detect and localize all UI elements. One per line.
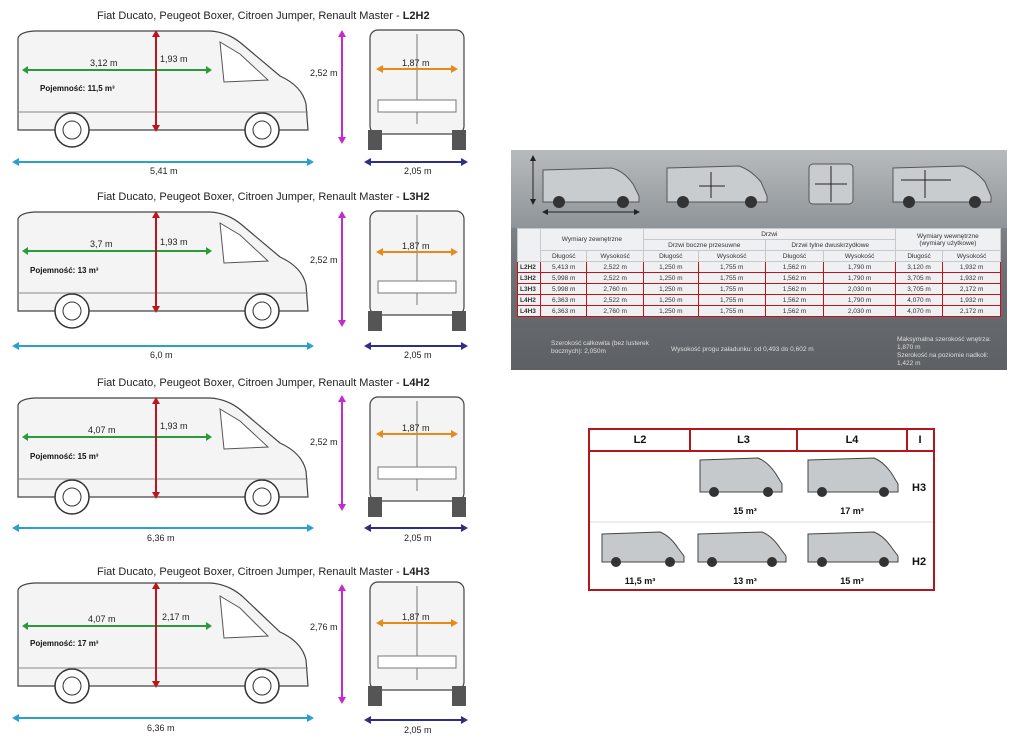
van-side-view [17,397,309,515]
grid-row-h3: H3 [912,482,927,494]
van-side-view [17,211,309,329]
cargo-height-label: 1,93 m [160,54,188,64]
van-rear-view [368,210,466,331]
panel-title-l4h3: Fiat Ducato, Peugeot Boxer, Citroen Jump… [97,566,430,578]
grid-cap-l3h2: 13 m³ [733,576,757,586]
van-l3h2-icon [697,531,787,567]
van-l4h2-icon [807,531,899,567]
col-length: Długość [539,250,588,262]
total-height-label: 2,52 m [310,437,338,447]
spec-table-block: Wymiary zewnętrzne Drzwi Wymiary wewnętr… [511,150,1007,370]
grid-cap-l3h3: 15 m³ [733,506,757,516]
col-length: Długość [642,250,699,262]
grid-cap-l4h3: 17 m³ [840,506,864,516]
total-length-label: 6,36 m [147,533,175,543]
sub-side-doors: Drzwi boczne przesuwne [642,239,766,251]
grid-cap-l4h2: 15 m³ [840,576,864,586]
van-rear-view [368,581,466,706]
volume-label: Pojemność: 13 m³ [30,266,99,275]
van-photo-1 [530,155,640,215]
total-height-label: 2,76 m [310,622,338,632]
total-length-label: 6,36 m [147,723,175,733]
cargo-width-label: 1,87 m [402,612,430,622]
van-diagram-l2h2: 3,12 m 1,93 m Pojemność: 11,5 m³ 5,41 m … [12,29,468,176]
van-l2h2-icon [601,531,685,567]
cargo-width-label: 1,87 m [402,241,430,251]
van-rear-view [368,396,466,517]
group-internal: Wymiary wewnętrzne(wymiary użytkowe) [894,228,1002,251]
volume-label: Pojemność: 11,5 m³ [40,84,115,93]
van-side-view [17,582,309,704]
sub-rear-doors: Drzwi tylne dwuskrzydłowe [764,239,896,251]
col-height: Wysokość [942,250,1001,262]
grid-row-h2: H2 [912,556,927,568]
panel-title-l2h2: Fiat Ducato, Peugeot Boxer, Citroen Jump… [97,10,430,22]
grid-col-l3: L3 [690,430,797,452]
van-l3h3-icon [699,457,783,497]
van-photo-3 [808,163,854,205]
cargo-length-label: 3,12 m [90,58,118,68]
cargo-length-label: 4,07 m [88,614,116,624]
van-diagram-l4h3: 4,07 m 2,17 m Pojemność: 17 m³ 6,36 m 2,… [12,581,468,735]
total-length-label: 5,41 m [150,166,178,176]
col-length: Długość [764,250,825,262]
spec-table: Wymiary zewnętrzne Drzwi Wymiary wewnętr… [517,228,1002,317]
group-external: Wymiary zewnętrzne [540,228,644,251]
cargo-height-label: 1,93 m [160,237,188,247]
total-length-label: 6,0 m [150,350,173,360]
grid-col-l2: L2 [590,430,690,452]
group-doors: Drzwi [642,228,896,240]
total-width-label: 2,05 m [404,533,432,543]
col-length: Długość [894,250,944,262]
panel-title-l4h2: Fiat Ducato, Peugeot Boxer, Citroen Jump… [97,377,430,389]
van-diagram-l3h2: 3,7 m 1,93 m Pojemność: 13 m³ 6,0 m 2,52… [12,210,468,360]
note-sill-height: Wysokość progu załadunku: od 0,493 do 0,… [671,346,814,353]
grid-vans [590,457,933,567]
van-side-view [17,30,309,148]
total-width-label: 2,05 m [404,166,432,176]
col-height: Wysokość [823,250,896,262]
grid-col-l4: L4 [797,430,907,452]
total-width-label: 2,05 m [404,350,432,360]
volume-label: Pojemność: 17 m³ [30,639,99,648]
cargo-height-label: 1,93 m [160,421,188,431]
van-diagram-l4h2: 4,07 m 1,93 m Pojemność: 15 m³ 6,36 m 2,… [12,395,468,543]
van-l4h3-icon [807,457,899,497]
note-max-width: Maksymalna szerokość wnętrza: 1,870 m Sz… [897,336,991,367]
van-photo-4 [892,165,992,208]
total-width-label: 2,05 m [404,725,432,735]
volume-label: Pojemność: 15 m³ [30,452,99,461]
total-height-label: 2,52 m [310,255,338,265]
size-grid: L2 L3 L4 I 15 m³ 17 m³ 11,5 m³ 13 m³ 15 … [588,428,935,591]
van-rear-view [368,29,466,150]
cargo-height-label: 2,17 m [162,612,190,622]
van-photo-strip [511,150,1007,228]
cargo-width-label: 1,87 m [402,58,430,68]
total-height-label: 2,52 m [310,68,338,78]
grid-col-i: I [907,430,933,452]
cargo-length-label: 4,07 m [88,425,116,435]
col-height: Wysokość [586,250,644,262]
panel-title-l3h2: Fiat Ducato, Peugeot Boxer, Citroen Jump… [97,191,430,203]
grid-cap-l2h2: 11,5 m³ [624,576,656,586]
cargo-length-label: 3,7 m [90,239,113,249]
col-height: Wysokość [697,250,766,262]
cargo-width-label: 1,87 m [402,423,430,433]
van-photo-2 [666,165,768,208]
